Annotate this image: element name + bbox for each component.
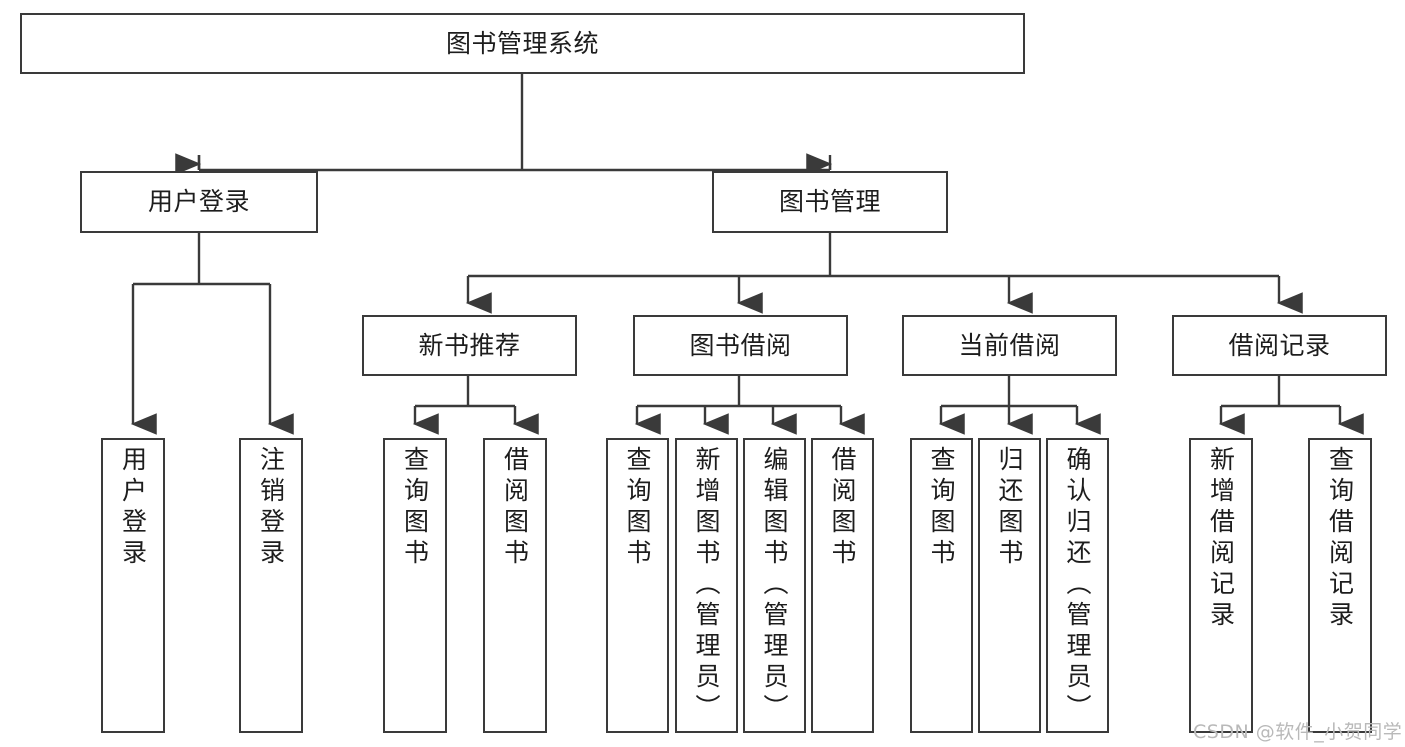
node-label: 当前借阅: [958, 330, 1061, 360]
node-current-borrowing[interactable]: 当前借阅: [902, 315, 1117, 376]
leaf-add-borrow-record[interactable]: 新增借阅记录: [1189, 438, 1253, 733]
leaf-query-books-current[interactable]: 查询图书: [910, 438, 973, 733]
node-label: 图书借阅: [689, 330, 792, 360]
node-user-login[interactable]: 用户登录: [80, 171, 318, 233]
node-label: 用户登录: [118, 446, 148, 570]
node-label: 新增图书（管理员）: [692, 446, 721, 725]
leaf-logout[interactable]: 注销登录: [239, 438, 303, 733]
leaf-edit-book-admin[interactable]: 编辑图书（管理员）: [743, 438, 806, 733]
node-label: 借阅图书: [500, 446, 530, 570]
leaf-add-book-admin[interactable]: 新增图书（管理员）: [675, 438, 738, 733]
node-label: 查询图书: [400, 446, 430, 570]
node-label: 图书管理: [778, 187, 881, 217]
node-label: 确认归还（管理员）: [1063, 446, 1092, 725]
node-label: 归还图书: [995, 446, 1024, 570]
node-label: 注销登录: [256, 446, 286, 570]
leaf-query-borrow-record[interactable]: 查询借阅记录: [1308, 438, 1372, 733]
node-new-book-recommendation[interactable]: 新书推荐: [362, 315, 577, 376]
node-label: 新书推荐: [418, 330, 521, 360]
node-label: 查询借阅记录: [1325, 446, 1355, 632]
leaf-confirm-return-admin[interactable]: 确认归还（管理员）: [1046, 438, 1109, 733]
leaf-query-books-new-book[interactable]: 查询图书: [383, 438, 447, 733]
node-label: 查询图书: [623, 446, 652, 570]
leaf-borrow-books[interactable]: 借阅图书: [811, 438, 874, 733]
node-book-management[interactable]: 图书管理: [712, 171, 948, 233]
node-label: 用户登录: [147, 187, 250, 217]
node-book-borrowing[interactable]: 图书借阅: [633, 315, 848, 376]
leaf-query-books-borrow[interactable]: 查询图书: [606, 438, 669, 733]
node-label: 查询图书: [927, 446, 956, 570]
node-label: 新增借阅记录: [1206, 446, 1236, 632]
node-borrowing-records[interactable]: 借阅记录: [1172, 315, 1387, 376]
csdn-watermark: CSDN @软件_小贺同学: [1193, 721, 1403, 743]
node-label: 编辑图书（管理员）: [760, 446, 789, 725]
leaf-return-books[interactable]: 归还图书: [978, 438, 1041, 733]
node-root-book-management-system[interactable]: 图书管理系统: [20, 13, 1025, 74]
leaf-borrow-books-new-book[interactable]: 借阅图书: [483, 438, 547, 733]
node-label: 借阅图书: [828, 446, 857, 570]
node-label: 图书管理系统: [445, 28, 599, 58]
leaf-user-login[interactable]: 用户登录: [101, 438, 165, 733]
node-label: 借阅记录: [1228, 330, 1331, 360]
